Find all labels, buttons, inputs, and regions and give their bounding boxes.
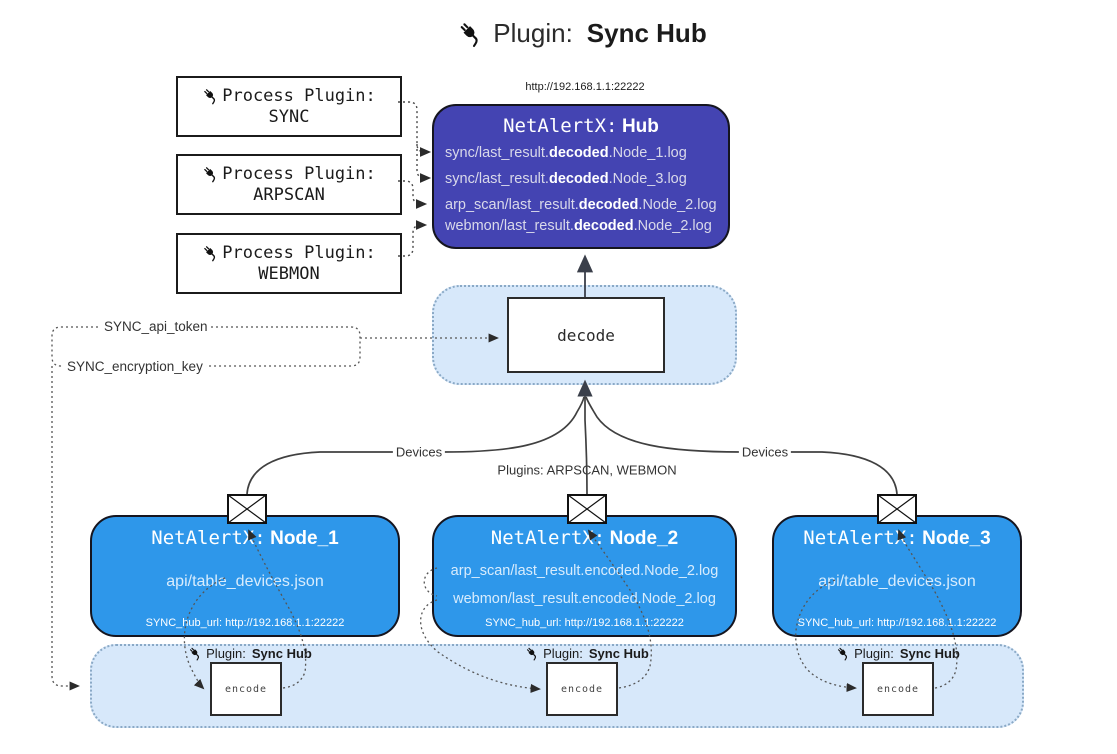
edge-sync-to-hub-2 bbox=[416, 144, 432, 183]
envelope-icon-node3 bbox=[877, 494, 917, 524]
envelope-icon-node1 bbox=[227, 494, 267, 524]
envelope-icon-node2 bbox=[567, 494, 607, 524]
setting-sync-api-token: SYNC_api_token bbox=[101, 319, 211, 334]
node1-title: NetAlertX: Node_1 bbox=[151, 527, 339, 549]
process-plugin-name: WEBMON bbox=[258, 264, 320, 284]
node1-box: NetAlertX: Node_1 api/table_devices.json… bbox=[90, 515, 400, 637]
edge-label-devices-left: Devices bbox=[392, 444, 446, 460]
page-title-prefix: Plugin: bbox=[493, 18, 573, 48]
hub-file-row: sync/last_result.decoded.Node_3.log bbox=[445, 171, 687, 187]
edge-label-plugins-center: Plugins: ARPSCAN, WEBMON bbox=[497, 462, 677, 478]
process-plugin-box-arpscan: Process Plugin: ARPSCAN bbox=[176, 154, 402, 215]
node2-file: webmon/last_result.encoded.Node_2.log bbox=[453, 591, 716, 607]
plug-icon bbox=[202, 87, 220, 105]
plug-icon bbox=[188, 646, 203, 661]
process-plugin-box-sync: Process Plugin: SYNC bbox=[176, 76, 402, 137]
node3-hub-url: SYNC_hub_url: http://192.168.1.1:22222 bbox=[797, 617, 997, 629]
edge-node1-to-decode-a bbox=[246, 451, 394, 495]
process-plugin-name: ARPSCAN bbox=[253, 185, 325, 205]
edge-node1-to-decode-b bbox=[443, 396, 585, 453]
hub-title: NetAlertX: Hub bbox=[434, 115, 728, 138]
process-plugin-label: Process Plugin: bbox=[222, 243, 376, 263]
plug-icon bbox=[202, 244, 220, 262]
edge-settings-to-encode-band bbox=[51, 366, 80, 691]
node2-hub-url: SYNC_hub_url: http://192.168.1.1:22222 bbox=[485, 617, 684, 629]
edge-sync-to-hub-1 bbox=[398, 101, 432, 157]
hub-box: NetAlertX: Hub sync/last_result.decoded.… bbox=[432, 104, 730, 249]
hub-file-row: sync/last_result.decoded.Node_1.log bbox=[445, 145, 687, 161]
encode-plugin-label-3: Plugin:Sync Hub bbox=[836, 646, 960, 661]
node2-file: arp_scan/last_result.encoded.Node_2.log bbox=[450, 563, 719, 579]
node2-title: NetAlertX: Node_2 bbox=[490, 527, 679, 549]
node3-file: api/table_devices.json bbox=[818, 573, 976, 590]
page-title-name: Sync Hub bbox=[586, 18, 707, 48]
plug-icon bbox=[836, 646, 851, 661]
decode-box: decode bbox=[507, 297, 665, 373]
node3-title: NetAlertX: Node_3 bbox=[803, 527, 991, 549]
edge-node3-to-decode-b bbox=[585, 396, 742, 453]
encode-box-1: encode bbox=[210, 662, 282, 716]
hub-title-name: Hub bbox=[621, 116, 659, 137]
node1-file: api/table_devices.json bbox=[166, 573, 324, 590]
edge-webmon-to-hub bbox=[398, 220, 428, 257]
process-plugin-label: Process Plugin: bbox=[222, 164, 376, 184]
encode-box-2: encode bbox=[546, 662, 618, 716]
plug-icon bbox=[202, 165, 220, 183]
encode-plugin-label-1: Plugin:Sync Hub bbox=[188, 646, 312, 661]
page-title: Plugin: Sync Hub bbox=[457, 18, 707, 49]
encode-plugin-label-2: Plugin:Sync Hub bbox=[525, 646, 649, 661]
hub-file-row: webmon/last_result.decoded.Node_2.log bbox=[445, 218, 712, 234]
process-plugin-label: Process Plugin: bbox=[222, 86, 376, 106]
plug-icon bbox=[457, 20, 485, 48]
node3-box: NetAlertX: Node_3 api/table_devices.json… bbox=[772, 515, 1022, 637]
edge-node3-to-decode-a bbox=[790, 451, 898, 495]
hub-url: http://192.168.1.1:22222 bbox=[525, 81, 645, 93]
hub-title-prefix: NetAlertX: bbox=[503, 115, 618, 137]
process-plugin-box-webmon: Process Plugin: WEBMON bbox=[176, 233, 402, 294]
edge-arpscan-to-hub bbox=[398, 180, 428, 209]
setting-sync-encryption-key: SYNC_encryption_key bbox=[64, 359, 206, 374]
process-plugin-name: SYNC bbox=[268, 107, 310, 127]
plug-icon bbox=[525, 646, 540, 661]
node2-box: NetAlertX: Node_2 arp_scan/last_result.e… bbox=[432, 515, 737, 637]
hub-file-row: arp_scan/last_result.decoded.Node_2.log bbox=[445, 197, 717, 213]
edge-label-devices-right: Devices bbox=[738, 444, 792, 460]
node1-hub-url: SYNC_hub_url: http://192.168.1.1:22222 bbox=[145, 617, 345, 629]
encode-box-3: encode bbox=[862, 662, 934, 716]
